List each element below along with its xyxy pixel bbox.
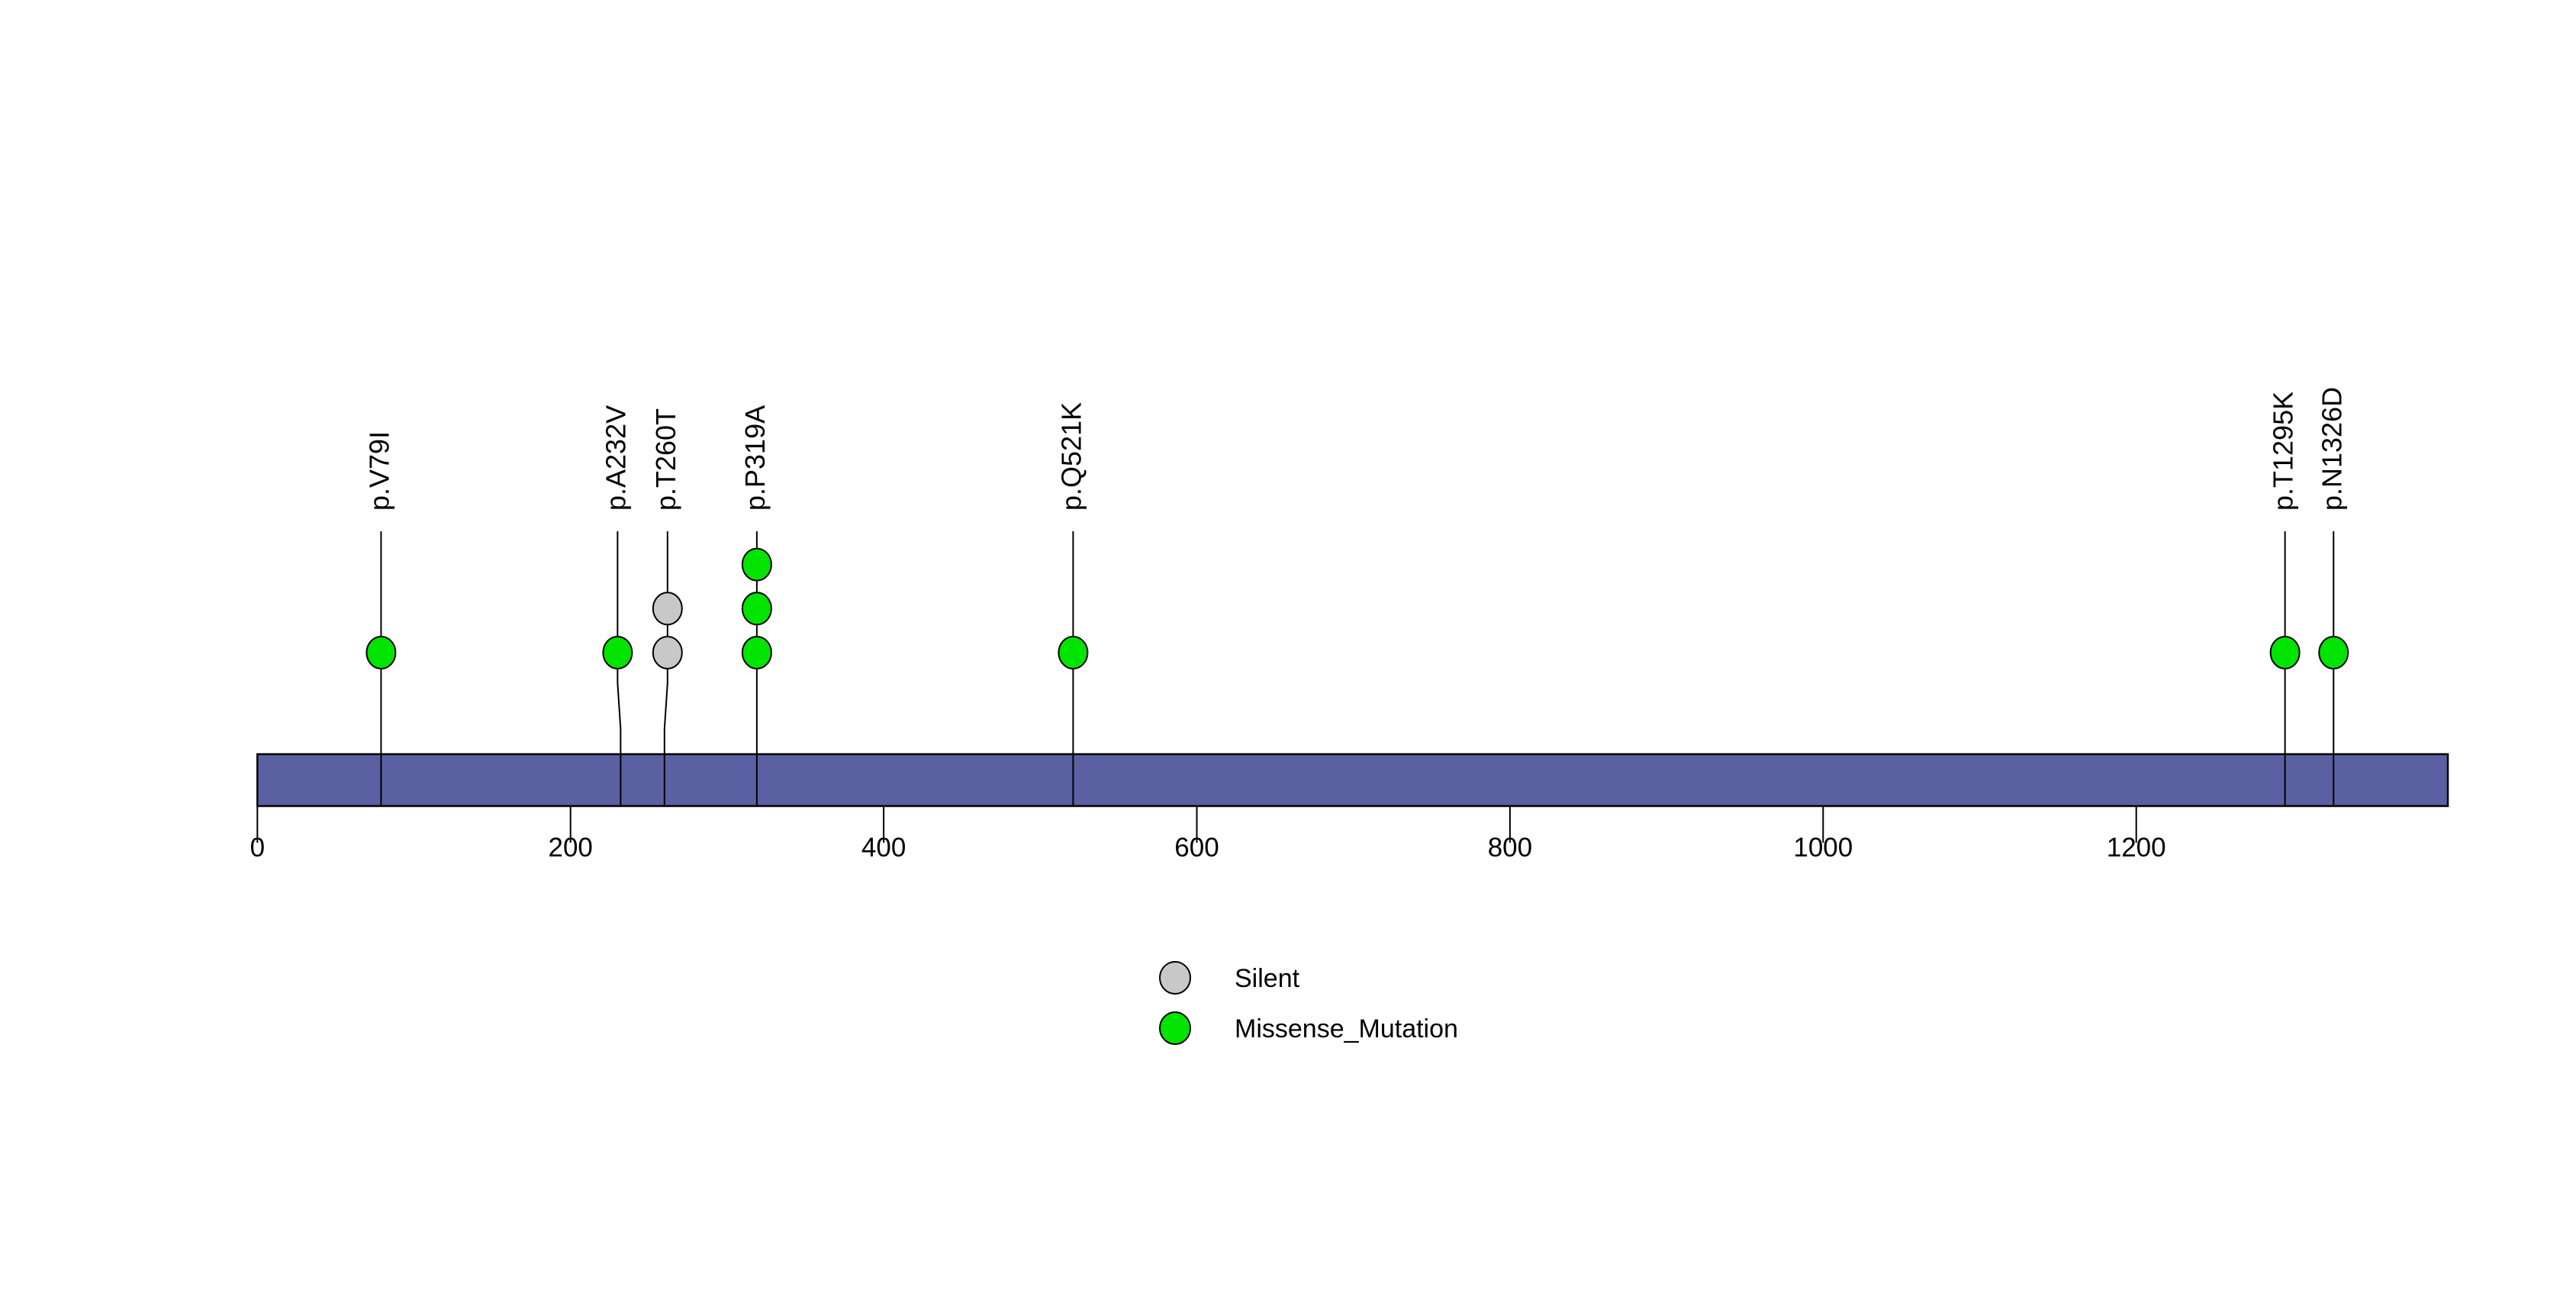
- mutation-label: p.T260T: [650, 408, 681, 511]
- mutation-circle: [365, 636, 397, 669]
- axis-tick-label: 800: [1488, 833, 1532, 863]
- mutation-label: p.Q521K: [1055, 402, 1087, 511]
- mutation-circle: [1058, 636, 1089, 669]
- mutation-circle: [652, 636, 683, 669]
- legend-label: Missense_Mutation: [1235, 1014, 1458, 1043]
- legend-label: Silent: [1235, 964, 1300, 993]
- mutation-label: p.A232V: [600, 405, 631, 511]
- axis-tick-label: 200: [548, 833, 592, 863]
- mutation-circle: [741, 636, 772, 669]
- axis-tick-label: 600: [1174, 833, 1219, 863]
- mutation-circle: [741, 547, 772, 582]
- mutation-circle: [2318, 636, 2349, 669]
- mutation-circle: [741, 592, 772, 626]
- axis-tick-label: 1000: [1793, 833, 1853, 863]
- axis-tick-label: 400: [861, 833, 906, 863]
- mutation-label: p.P319A: [739, 405, 771, 511]
- mutation-label: p.T1295K: [2268, 392, 2299, 511]
- mutation-circle: [602, 636, 633, 669]
- mutation-circle: [652, 592, 683, 626]
- mutation-label: p.V79I: [363, 431, 394, 511]
- mutation-label: p.N1326D: [2316, 387, 2347, 511]
- axis-tick-label: 1200: [2107, 833, 2166, 863]
- legend-swatch: [1159, 961, 1191, 995]
- axis-tick-label: 0: [250, 833, 265, 863]
- legend-swatch: [1159, 1011, 1191, 1045]
- protein-backbone: [256, 753, 2449, 808]
- mutation-circle: [2269, 636, 2301, 669]
